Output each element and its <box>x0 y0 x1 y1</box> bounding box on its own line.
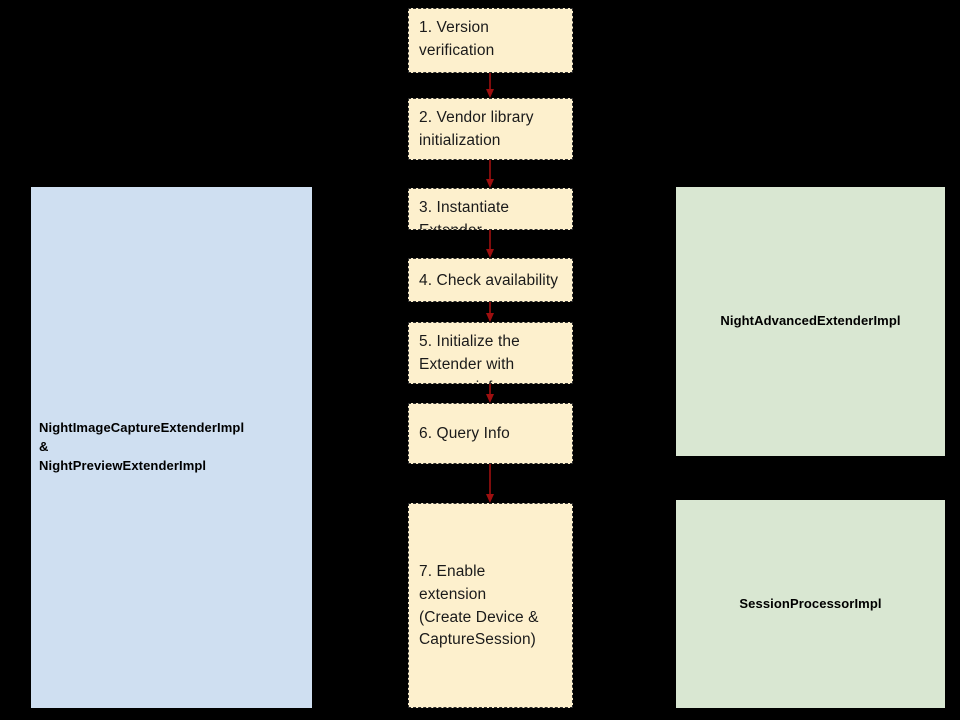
flow-step-version-verification[interactable]: 1. Version verification <box>408 8 573 73</box>
flow-step-5-label: 5. Initialize the Extender with camera i… <box>419 333 520 383</box>
flow-step-4-label: 4. Check availability <box>419 271 559 289</box>
flow-arrow <box>483 464 497 503</box>
flow-arrow <box>483 160 497 188</box>
flow-arrow <box>483 302 497 322</box>
flow-step-enable-extension[interactable]: 7. Enable extension (Create Device & Cap… <box>408 503 573 708</box>
flow-step-2-label: 2. Vendor library initialization <box>419 109 534 149</box>
flow-arrow <box>483 384 497 403</box>
flow-step-6-label: 6. Query Info <box>419 425 510 443</box>
flow-step-1-label: 1. Version verification <box>419 19 495 59</box>
flow-step-3-label: 3. Instantiate Extender <box>419 199 510 229</box>
panel-night-advanced[interactable]: NightAdvancedExtenderImpl <box>676 187 945 456</box>
flow-step-query-info[interactable]: 6. Query Info <box>408 403 573 464</box>
flow-arrow <box>483 230 497 258</box>
flow-step-check-availability[interactable]: 4. Check availability <box>408 258 573 302</box>
panel-session-processor[interactable]: SessionProcessorImpl <box>676 500 945 708</box>
panel-session-processor-label: SessionProcessorImpl <box>739 595 882 611</box>
flow-step-instantiate-extender[interactable]: 3. Instantiate Extender <box>408 188 573 230</box>
flow-step-7-label: 7. Enable extension (Create Device & Cap… <box>419 562 539 649</box>
flow-arrow <box>483 73 497 98</box>
flow-step-initialize-extender[interactable]: 5. Initialize the Extender with camera i… <box>408 322 573 384</box>
panel-night-impl[interactable]: NightImageCaptureExtenderImpl & NightPre… <box>31 187 312 708</box>
panel-night-advanced-label: NightAdvancedExtenderImpl <box>720 313 901 329</box>
flow-step-vendor-library-initialization[interactable]: 2. Vendor library initialization <box>408 98 573 160</box>
panel-night-impl-label: NightImageCaptureExtenderImpl & NightPre… <box>39 420 245 473</box>
